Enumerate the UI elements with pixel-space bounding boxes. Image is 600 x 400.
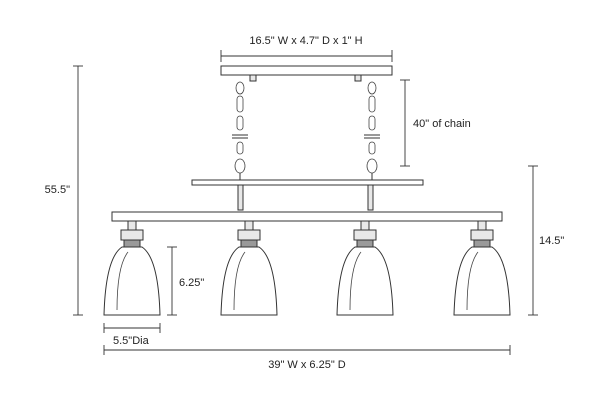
left-chain	[232, 81, 248, 180]
shade-height-dimension: 6.25"	[167, 246, 204, 316]
shade-diameter-dimension: 5.5"Dia	[103, 323, 161, 347]
chain-length-label: 40" of chain	[413, 118, 471, 130]
overall-width-dimension: 39" W x 6.25" D	[103, 345, 511, 371]
canopy	[220, 65, 393, 82]
support-rods	[237, 184, 374, 211]
canopy-dimension-label: 16.5" W x 4.7" D x 1" H	[249, 35, 362, 47]
pendant-2	[220, 220, 278, 316]
right-chain	[364, 81, 380, 180]
fixture-height-label: 14.5"	[539, 235, 564, 247]
main-bar	[111, 211, 503, 222]
fixture-height-dimension: 14.5"	[528, 165, 564, 316]
canopy-dimension: 16.5" W x 4.7" D x 1" H	[220, 35, 393, 62]
shade-diameter-label: 5.5"Dia	[113, 335, 150, 347]
overall-height-dimension: 55.5"	[45, 65, 83, 316]
overall-height-label: 55.5"	[45, 184, 70, 196]
pendant-4	[453, 220, 511, 316]
overall-width-label: 39" W x 6.25" D	[268, 359, 346, 371]
pendant-1	[103, 220, 161, 316]
upper-bar	[191, 179, 424, 186]
chain-length-dimension: 40" of chain	[400, 79, 471, 167]
shade-height-label: 6.25"	[179, 277, 204, 289]
pendant-3	[336, 220, 394, 316]
